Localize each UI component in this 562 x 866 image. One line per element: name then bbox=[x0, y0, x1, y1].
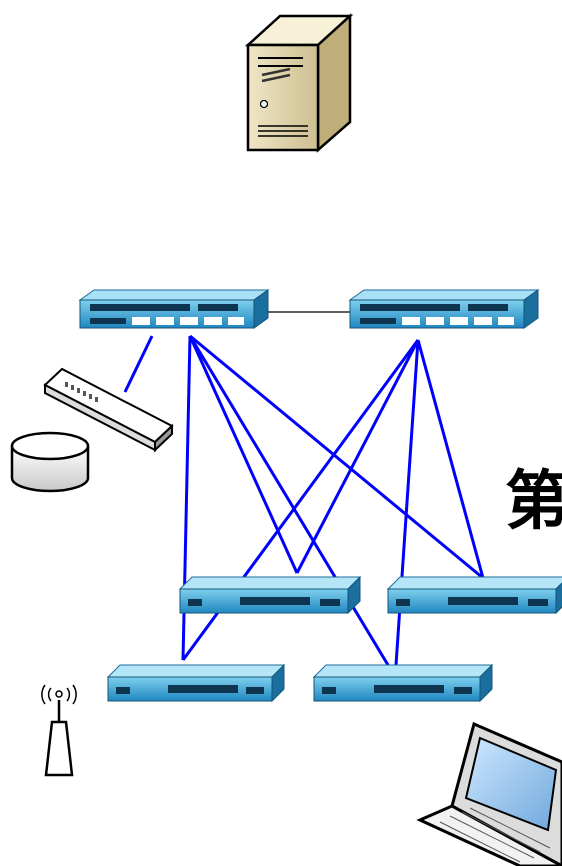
access-switch-icon[interactable] bbox=[386, 576, 562, 615]
access-switch-icon[interactable] bbox=[178, 575, 362, 615]
core-switch-icon[interactable] bbox=[78, 289, 270, 329]
access-switch-icon[interactable] bbox=[106, 663, 286, 703]
link-core1-hub bbox=[123, 335, 154, 393]
wireless-access-point-icon[interactable] bbox=[41, 684, 77, 777]
access-switch-icon[interactable] bbox=[312, 663, 494, 703]
server-tower-icon[interactable] bbox=[244, 13, 354, 153]
link-core2-access3 bbox=[416, 339, 485, 579]
link-core1-access4 bbox=[188, 335, 390, 666]
link-core1-access2 bbox=[188, 335, 299, 574]
laptop-icon[interactable] bbox=[416, 721, 562, 866]
storage-disk-icon[interactable] bbox=[10, 431, 90, 493]
partial-title-text: 第 bbox=[505, 465, 562, 539]
hub-icon[interactable] bbox=[43, 367, 174, 453]
core-switch-icon[interactable] bbox=[348, 289, 540, 329]
link-core2-access2 bbox=[295, 339, 420, 574]
link-core2-access4 bbox=[394, 339, 420, 666]
link-core1-access3 bbox=[189, 334, 484, 580]
